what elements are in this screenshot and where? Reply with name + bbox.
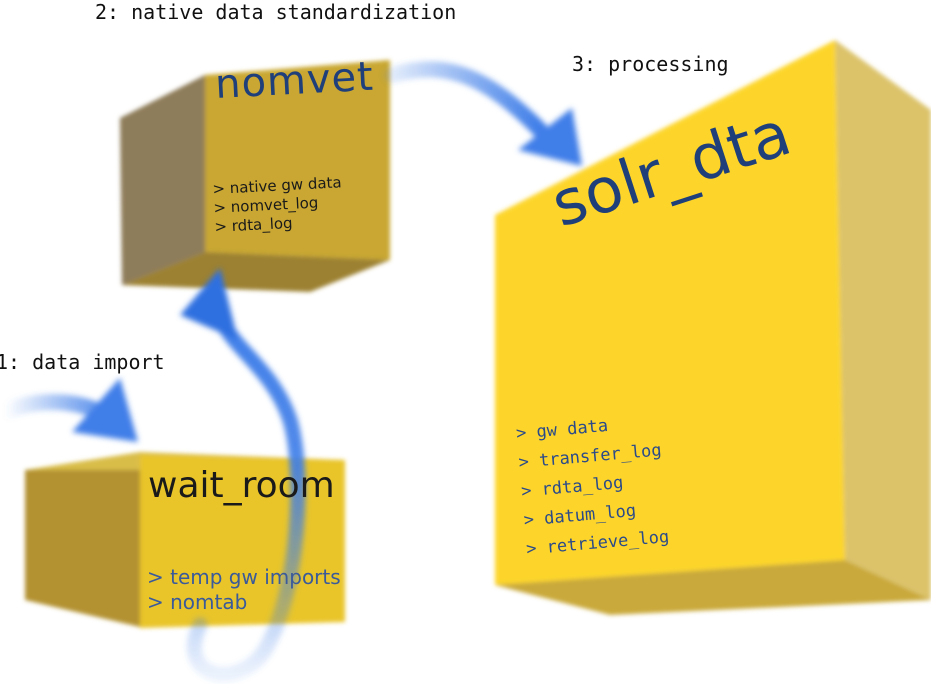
nomvet-box-bottom [122, 252, 390, 292]
standardize-arrow [180, 268, 306, 682]
wait-room-item: > temp gw imports [147, 565, 341, 589]
step-2-label: 2: native data standardization [95, 0, 457, 24]
nomvet-items: > native gw data > nomvet_log > rdta_log [212, 173, 344, 236]
nomvet-box-side [120, 75, 205, 285]
nomvet-title: nomvet [214, 53, 375, 108]
wait-room-items: > temp gw imports > nomtab [147, 565, 341, 615]
process-arrowhead-icon [518, 108, 582, 166]
wait-room-item: > nomtab [147, 590, 248, 614]
wait-room-box-side [25, 470, 140, 627]
import-arrowhead-icon [72, 378, 138, 442]
solr-dta-box-side [835, 40, 931, 600]
import-arrow [0, 378, 138, 442]
step-1-label: 1: data import [0, 350, 165, 374]
solr-dta-box-bottom [495, 560, 931, 615]
process-arrow [384, 61, 582, 166]
step-3-label: 3: processing [572, 52, 729, 76]
nomvet-box [120, 60, 390, 292]
nomvet-box-front [205, 60, 390, 260]
solr-dta-items: > gw data > transfer_log > rdta_log > da… [515, 408, 670, 565]
solr-dta-box-front [495, 40, 845, 585]
solr-dta-box [495, 40, 931, 615]
standardize-arrowhead-icon [180, 268, 238, 340]
wait-room-title: wait_room [148, 465, 335, 506]
